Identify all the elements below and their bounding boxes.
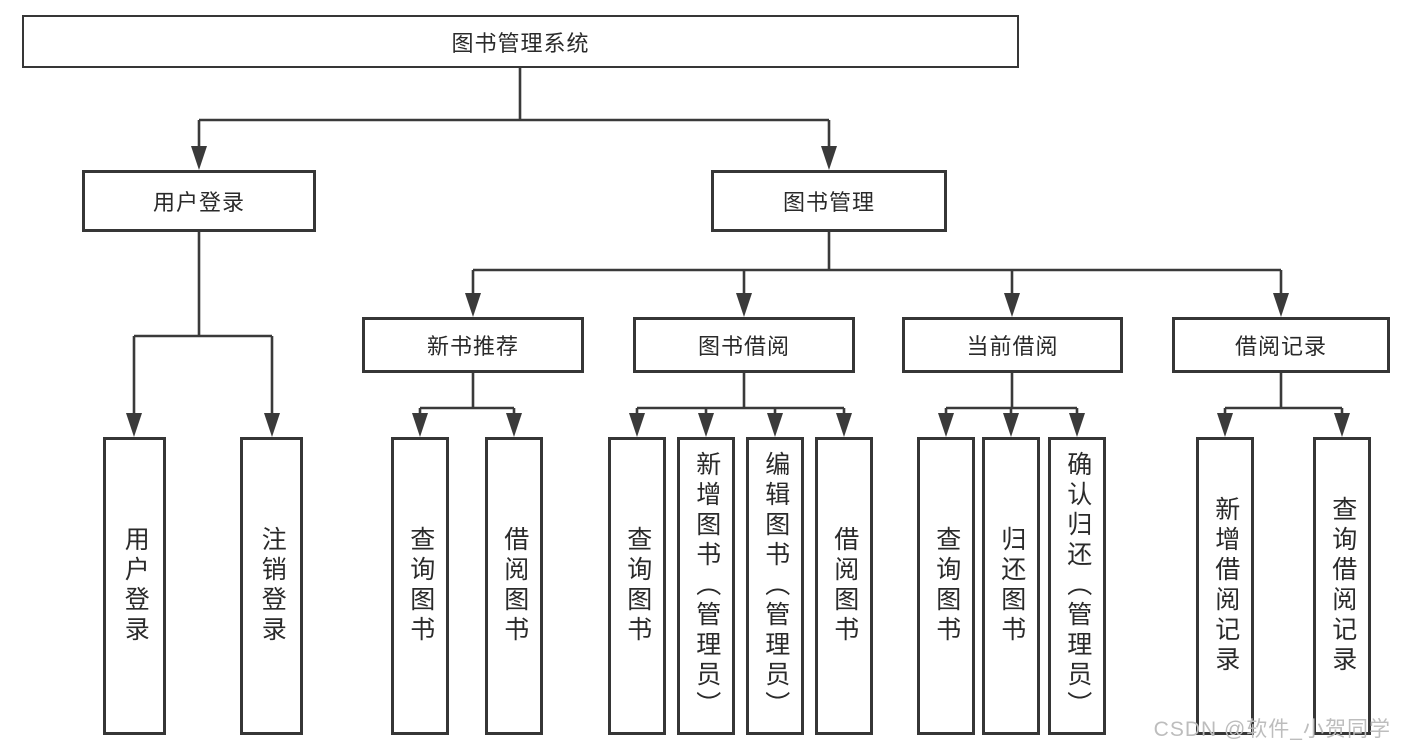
connector-new-book-recommend-to-leaves: [412, 373, 522, 437]
leaf-query-books-recommend: 查询图书: [391, 437, 449, 735]
csdn-watermark: CSDN @软件_小贺同学: [1153, 718, 1391, 741]
leaf-query-books-borrow: 查询图书: [608, 437, 666, 735]
leaf-return-books-label: 归还图书: [997, 526, 1026, 646]
leaf-logout: 注销登录: [240, 437, 303, 735]
node-book-management: 图书管理: [711, 170, 947, 232]
leaf-borrow-books-recommend: 借阅图书: [485, 437, 543, 735]
leaf-user-login-label: 用户登录: [121, 526, 150, 646]
leaf-add-borrow-record-label: 新增借阅记录: [1211, 496, 1240, 676]
node-user-login: 用户登录: [82, 170, 316, 232]
leaf-return-books: 归还图书: [982, 437, 1040, 735]
connector-current-borrow-to-leaves: [938, 373, 1085, 437]
leaf-query-books-current-label: 查询图书: [932, 526, 961, 646]
connector-user-login-to-leaves: [126, 232, 280, 437]
connector-book-management-to-level3: [465, 232, 1289, 317]
leaf-add-books-admin: 新增图书（管理员）: [677, 437, 735, 735]
leaf-query-books-borrow-label: 查询图书: [623, 526, 652, 646]
node-new-book-recommend: 新书推荐: [362, 317, 584, 373]
connector-borrow-records-to-leaves: [1217, 373, 1350, 437]
leaf-edit-books-admin-label: 编辑图书（管理员）: [761, 451, 790, 721]
leaf-logout-label: 注销登录: [258, 526, 287, 646]
leaf-borrow-books: 借阅图书: [815, 437, 873, 735]
leaf-edit-books-admin: 编辑图书（管理员）: [746, 437, 804, 735]
connector-book-borrow-to-leaves: [629, 373, 852, 437]
leaf-user-login: 用户登录: [103, 437, 166, 735]
leaf-confirm-return-admin: 确认归还（管理员）: [1048, 437, 1106, 735]
leaf-borrow-books-recommend-label: 借阅图书: [500, 526, 529, 646]
leaf-query-borrow-record: 查询借阅记录: [1313, 437, 1371, 735]
node-borrow-records: 借阅记录: [1172, 317, 1390, 373]
leaf-query-books-current: 查询图书: [917, 437, 975, 735]
leaf-borrow-books-label: 借阅图书: [830, 526, 859, 646]
connector-root-to-level2: [191, 68, 837, 170]
leaf-query-books-recommend-label: 查询图书: [406, 526, 435, 646]
leaf-confirm-return-admin-label: 确认归还（管理员）: [1063, 451, 1092, 721]
node-current-borrow: 当前借阅: [902, 317, 1123, 373]
node-root-system: 图书管理系统: [22, 15, 1019, 68]
leaf-query-borrow-record-label: 查询借阅记录: [1328, 496, 1357, 676]
leaf-add-books-admin-label: 新增图书（管理员）: [692, 451, 721, 721]
node-book-borrow: 图书借阅: [633, 317, 855, 373]
leaf-add-borrow-record: 新增借阅记录: [1196, 437, 1254, 735]
